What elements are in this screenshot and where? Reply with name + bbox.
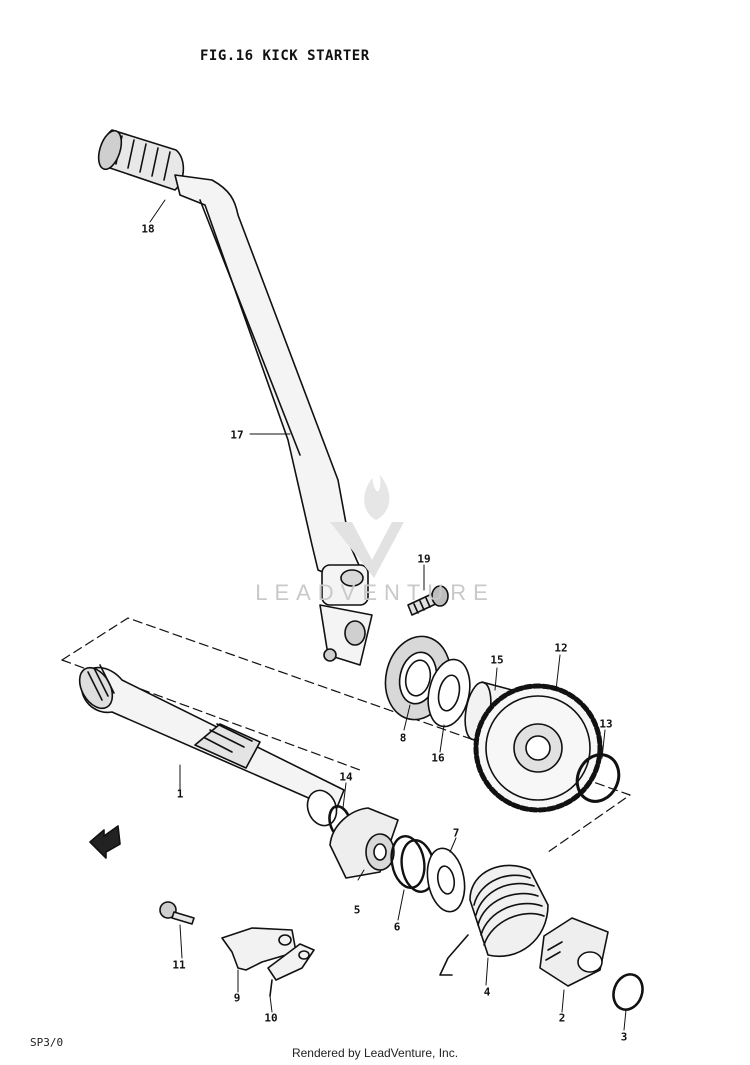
part-label-13: 13 (599, 717, 613, 731)
footer-credit: Rendered by LeadVenture, Inc. (291, 1046, 459, 1060)
part-label-7: 7 (452, 826, 460, 840)
part-label-17: 17 (230, 428, 244, 442)
part-label-8: 8 (399, 731, 407, 745)
part-10-bracket (267, 943, 315, 997)
leader-lines (149, 199, 627, 1031)
part-9-stopper-plate (221, 927, 297, 971)
part-11-bolt (159, 901, 195, 925)
part-19-bolt (407, 585, 449, 616)
part-12-kick-gear (473, 683, 603, 813)
part-label-10: 10 (264, 1011, 278, 1025)
forward-direction-arrow (89, 825, 121, 859)
part-label-4: 4 (483, 985, 491, 999)
part-label-12: 12 (554, 641, 568, 655)
part-label-18: 18 (141, 222, 155, 236)
part-label-15: 15 (490, 653, 504, 667)
part-label-6: 6 (393, 920, 401, 934)
part-label-16: 16 (431, 751, 445, 765)
part-4-return-spring (439, 864, 549, 976)
part-7-washer (426, 847, 466, 913)
watermark-emblem (330, 475, 404, 578)
part-18-kick-grip (97, 129, 185, 191)
part-13-circlip (575, 753, 621, 803)
figure-title: FIG.16 KICK STARTER (200, 48, 370, 64)
part-1-kick-shaft (78, 664, 345, 827)
assembly-boundary-dashed-2 (61, 659, 361, 771)
part-label-9: 9 (233, 991, 241, 1005)
part-label-11: 11 (172, 958, 186, 972)
part-label-1: 1 (176, 787, 184, 801)
watermark-text: LEADVENTURE (255, 580, 495, 605)
part-label-3: 3 (620, 1030, 628, 1044)
part-5-spring-guide (329, 807, 399, 879)
part-label-2: 2 (558, 1011, 566, 1025)
part-label-14: 14 (339, 770, 353, 784)
part-label-5: 5 (353, 903, 361, 917)
part-3-circlip (612, 973, 644, 1011)
assembly-boundary-dashed (61, 617, 631, 853)
part-2-kick-pawl (539, 917, 609, 987)
part-17-kick-lever (174, 174, 373, 666)
part-label-19: 19 (417, 552, 431, 566)
page-code: SP3/0 (30, 1036, 64, 1049)
